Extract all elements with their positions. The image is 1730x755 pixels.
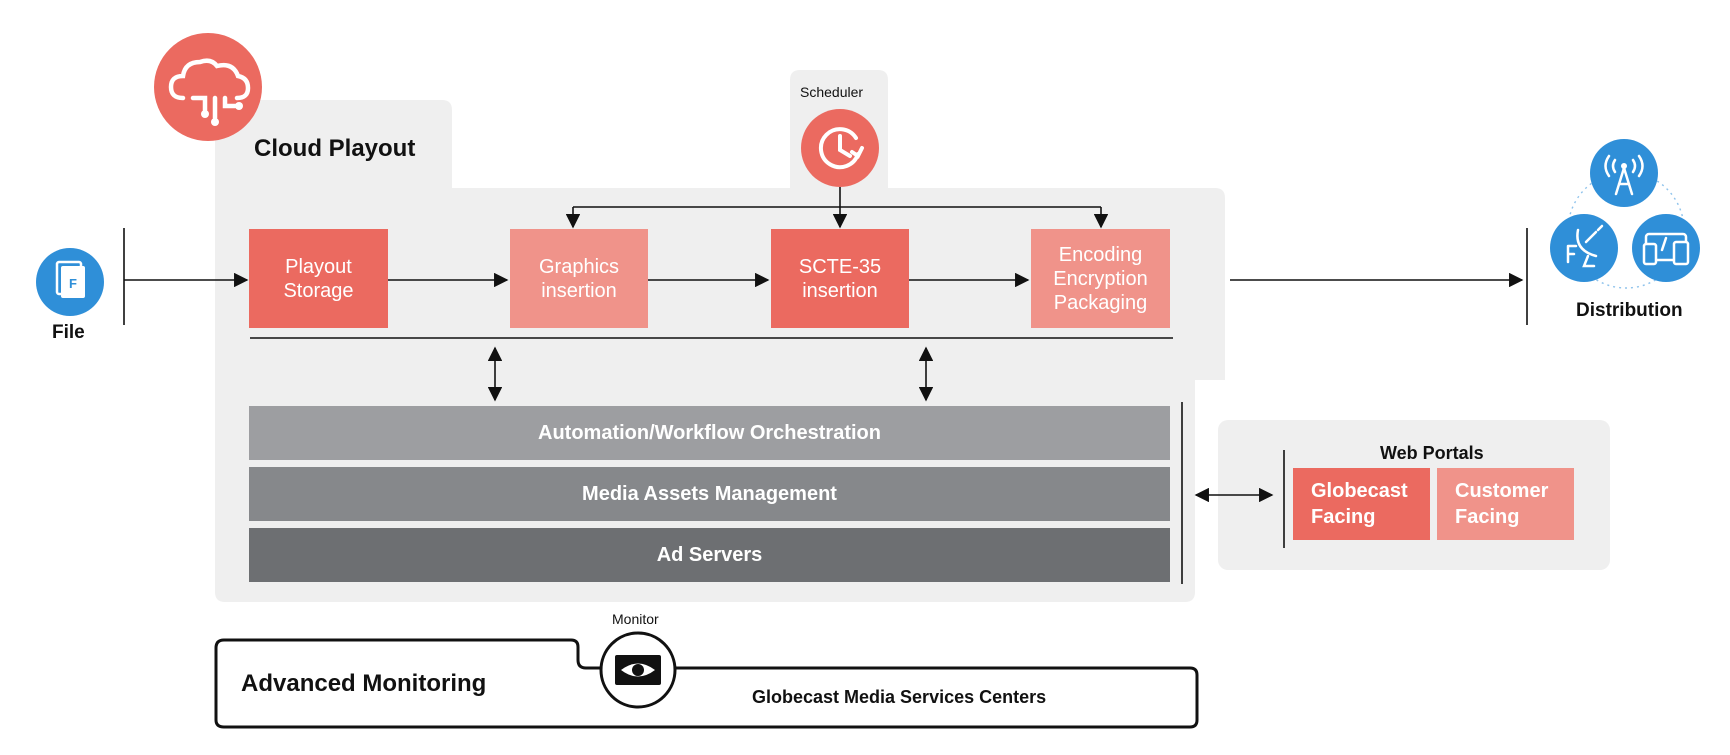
ad-servers-label: Ad Servers [656,543,763,566]
media-assets-bar: Media Assets Management [249,467,1170,521]
file-label: File [52,322,85,343]
monitor-label: Monitor [612,611,659,627]
antenna-icon [1590,139,1658,207]
file-icon: F [36,248,104,316]
web-portals-title: Web Portals [1380,443,1484,463]
media-services-centers-label: Globecast Media Services Centers [752,687,1047,707]
distribution-icons [1550,139,1700,282]
devices-icon [1632,214,1700,282]
media-assets-label: Media Assets Management [582,482,837,505]
scte35-insertion-box: SCTE-35 insertion [771,229,909,328]
page-title: Cloud Playout [254,135,416,162]
scheduler-label: Scheduler [800,84,864,100]
eye-icon [599,631,677,709]
distribution-label: Distribution [1576,300,1683,321]
cloud-circuit-icon [154,33,262,141]
encoding-box: Encoding Encryption Packaging [1031,229,1170,328]
encoding-label: Encoding Encryption Packaging [1053,243,1148,314]
automation-label: Automation/Workflow Orchestration [538,421,881,444]
scte35-insertion-label: SCTE-35 insertion [798,255,882,302]
playout-storage-box: Playout Storage [249,229,388,328]
graphics-insertion-label: Graphics insertion [538,255,620,302]
playout-storage-label: Playout Storage [283,255,354,302]
graphics-insertion-box: Graphics insertion [510,229,648,328]
file-icon-glyph: F [69,276,77,291]
customer-facing-box: Customer Facing [1437,468,1574,540]
satellite-dish-icon [1550,214,1618,282]
globecast-facing-box: Globecast Facing [1293,468,1430,540]
advanced-monitoring-title: Advanced Monitoring [241,670,487,697]
ad-servers-bar: Ad Servers [249,528,1170,582]
automation-bar: Automation/Workflow Orchestration [249,406,1170,460]
clock-icon [801,109,879,187]
